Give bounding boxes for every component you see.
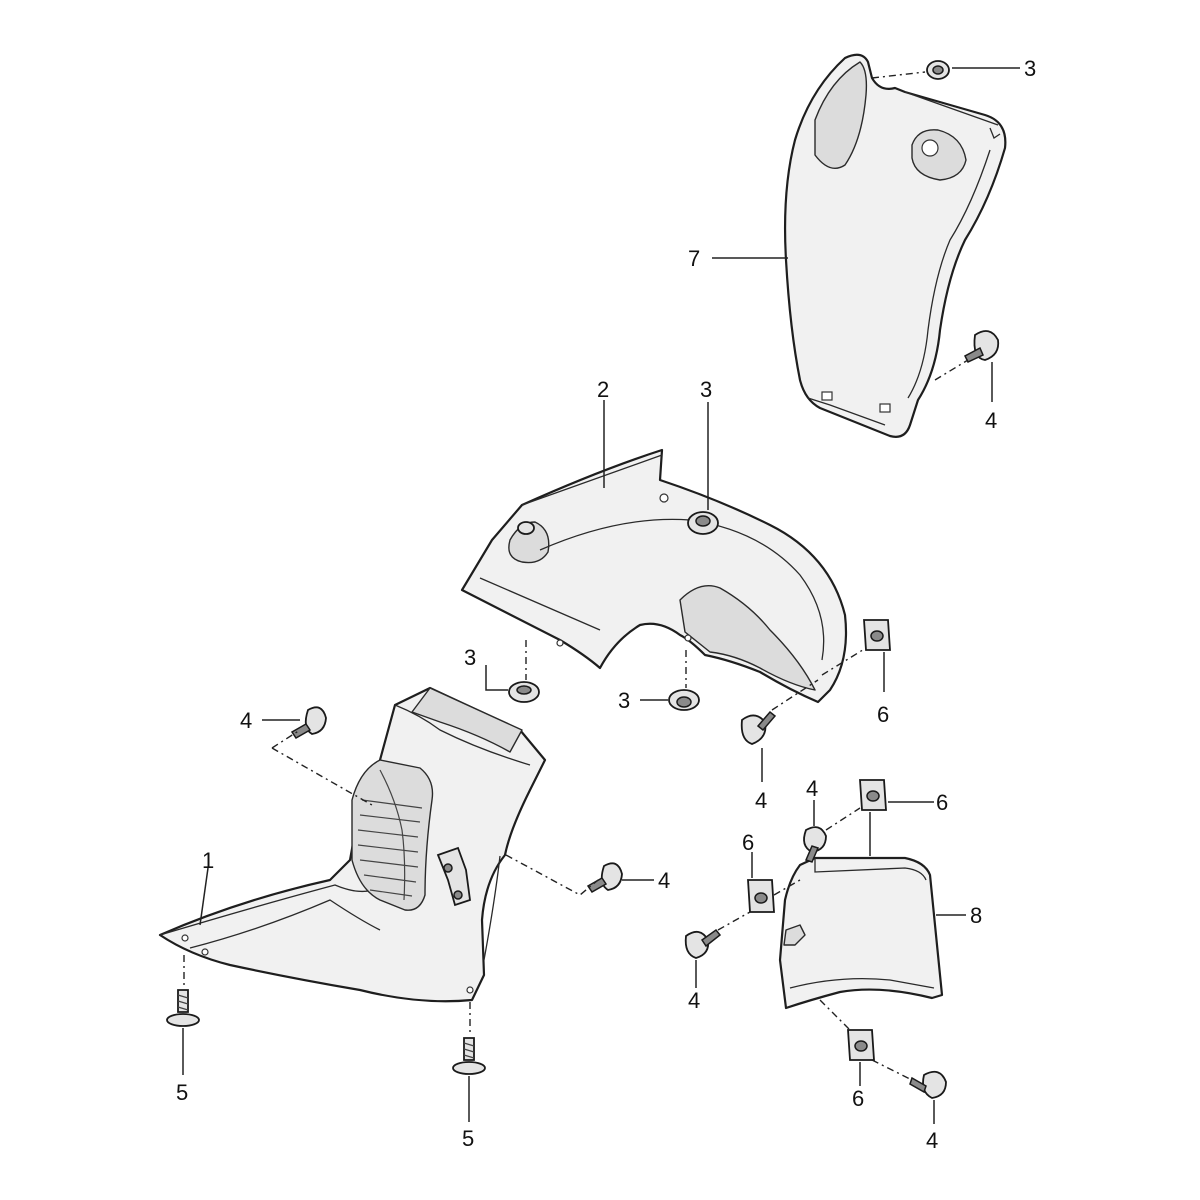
clip-nut-6-mid-top xyxy=(859,779,887,811)
nut-3-part2-left xyxy=(508,681,540,703)
dash-line xyxy=(819,999,851,1031)
clip-4-part8-left xyxy=(684,928,722,959)
callout-4-mid: 4 xyxy=(755,788,767,813)
callout-3-mid: 3 xyxy=(700,377,712,402)
dash-line xyxy=(934,359,969,381)
callout-6-right: 6 xyxy=(936,790,948,815)
callout-4-right: 4 xyxy=(658,868,670,893)
clip-nut-6-bottom xyxy=(847,1029,875,1061)
callout-5-left: 5 xyxy=(176,1080,188,1105)
dash-line xyxy=(871,1059,913,1081)
clip-4-part2 xyxy=(740,710,777,745)
clip-4-part8-top xyxy=(803,826,827,863)
dash-line xyxy=(771,679,819,711)
part-2-front-liner xyxy=(460,448,848,704)
callout-4-left: 4 xyxy=(240,708,252,733)
dash-line xyxy=(825,807,861,831)
part-1-front-lower-liner xyxy=(158,686,547,1003)
part-8-rear-lower-liner xyxy=(778,856,944,1010)
screw-5-left xyxy=(166,989,200,1027)
dash-line xyxy=(717,911,751,931)
dash-line xyxy=(271,747,373,806)
clip-nut-6-mid-left xyxy=(747,879,775,913)
clip-nut-6-upper xyxy=(863,619,891,651)
callout-8: 8 xyxy=(970,903,982,928)
part-7-rear-liner xyxy=(783,53,1007,438)
dash-line xyxy=(271,729,301,749)
nut-3-part2-top xyxy=(687,511,719,535)
callout-6-upper: 6 xyxy=(877,702,889,727)
callout-3-top: 3 xyxy=(1024,56,1036,81)
callout-4-top: 4 xyxy=(985,408,997,433)
dash-line xyxy=(773,879,801,896)
callout-2: 2 xyxy=(597,377,609,402)
callout-6-bottom: 6 xyxy=(852,1086,864,1111)
callout-4-part8-top: 4 xyxy=(806,776,818,801)
callout-3-bottom: 3 xyxy=(618,688,630,713)
screw-5-right xyxy=(452,1037,486,1075)
callout-7: 7 xyxy=(688,246,700,271)
callout-4-part8-bottom: 4 xyxy=(926,1128,938,1153)
callout-4-part8-left: 4 xyxy=(688,988,700,1013)
callout-5-right: 5 xyxy=(462,1126,474,1151)
leader-line xyxy=(485,665,508,691)
callout-3-left: 3 xyxy=(464,645,476,670)
clip-4-part8-bottom xyxy=(909,1070,947,1099)
leader-line xyxy=(199,867,209,926)
callout-1: 1 xyxy=(202,848,214,873)
nut-3-top xyxy=(926,60,950,80)
callout-6-left: 6 xyxy=(742,830,754,855)
dash-line xyxy=(871,71,926,79)
clip-4-part7 xyxy=(964,330,1000,363)
clip-4-part1-right xyxy=(586,862,623,893)
clip-4-part1-top xyxy=(290,706,327,739)
dash-line xyxy=(505,854,599,896)
nut-3-part2-bottom xyxy=(668,689,700,711)
